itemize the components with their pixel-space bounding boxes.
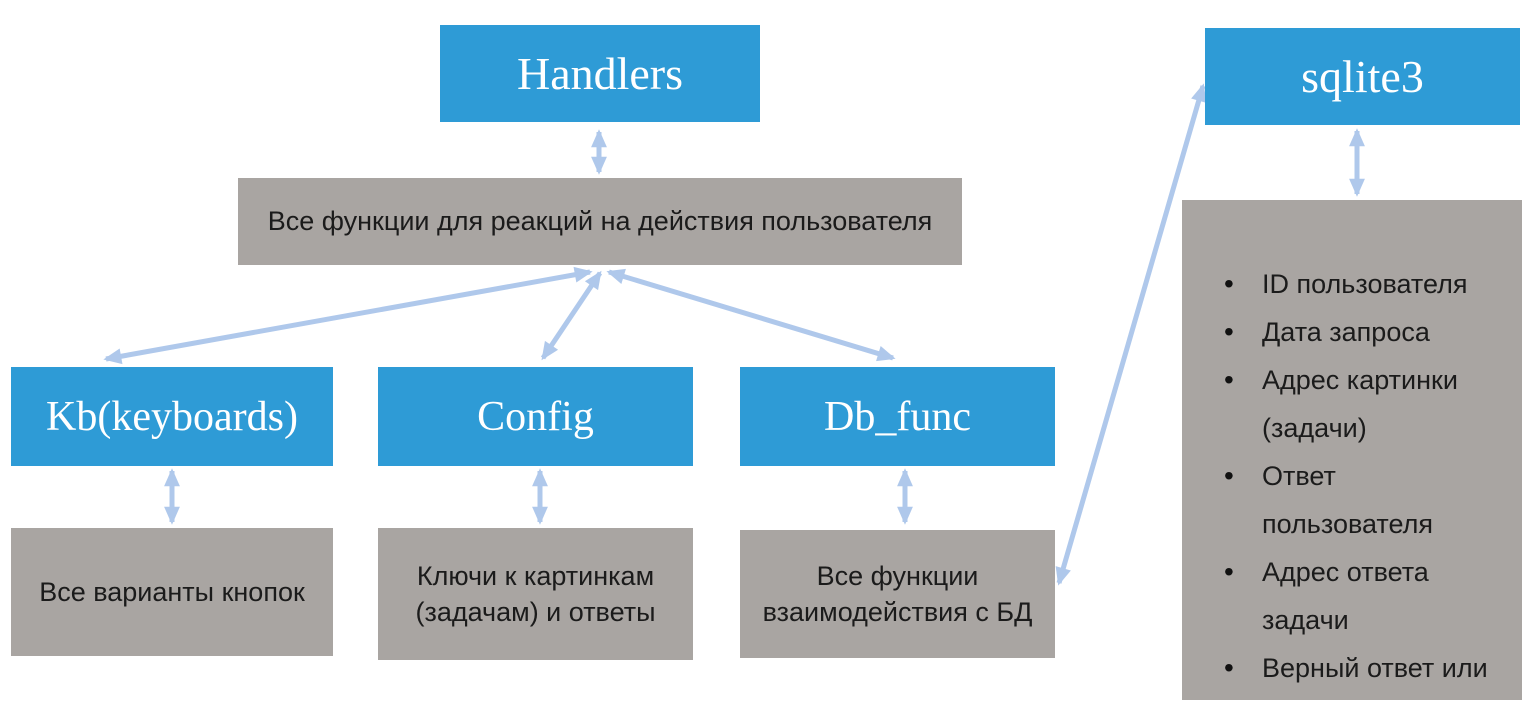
sqlite3-field-item: Адрес ответа задачи — [1220, 548, 1512, 644]
sqlite3-field-text: Адрес картинки (задачи) — [1262, 365, 1458, 444]
kb-description-text: Все варианты кнопок — [39, 576, 305, 607]
node-sqlite3-label: sqlite3 — [1301, 51, 1424, 102]
sqlite3-field-list: ID пользователяДата запросаАдрес картинк… — [1182, 236, 1522, 708]
node-kb-keyboards: Kb(keyboards) — [11, 367, 333, 466]
node-handlers: Handlers — [440, 25, 760, 122]
sqlite3-field-text: Дата запроса — [1262, 317, 1430, 348]
db-func-description-box: Все функции взаимодействия с БД — [740, 530, 1055, 658]
node-handlers-label: Handlers — [516, 48, 684, 99]
sqlite3-field-text: Ответ пользователя — [1262, 461, 1433, 540]
handlers-description-box: Все функции для реакций на действия поль… — [238, 178, 962, 265]
arrow-description-config-icon — [540, 270, 603, 361]
sqlite3-field-text: Адрес ответа задачи — [1262, 557, 1429, 636]
node-config-label: Config — [477, 393, 594, 440]
handlers-description-text: Все функции для реакций на действия поль… — [267, 206, 933, 237]
node-db-func: Db_func — [740, 367, 1055, 466]
config-description-text: Ключи к картинкам (задачам) и ответы — [415, 560, 656, 627]
node-config: Config — [378, 367, 693, 466]
node-db-func-label: Db_func — [824, 393, 971, 440]
node-sqlite3: sqlite3 — [1205, 28, 1520, 125]
arrow-description-dbfunc-icon — [606, 268, 896, 362]
sqlite3-fields-box: ID пользователяДата запросаАдрес картинк… — [1182, 200, 1522, 708]
sqlite3-field-item: Дата запроса — [1220, 308, 1512, 356]
db-func-description-text: Все функции взаимодействия с БД — [762, 560, 1033, 627]
sqlite3-field-text: ID пользователя — [1262, 269, 1468, 300]
sqlite3-field-item: Верный ответ или нет — [1220, 644, 1512, 708]
sqlite3-field-item: ID пользователя — [1220, 260, 1512, 308]
kb-description-box: Все варианты кнопок — [11, 528, 333, 656]
arrow-dbfunc-sqlite3-icon — [1055, 83, 1207, 586]
node-kb-label: Kb(keyboards) — [46, 393, 298, 440]
sqlite3-field-text: Верный ответ или нет — [1262, 653, 1488, 708]
sqlite3-field-item: Ответ пользователя — [1220, 452, 1512, 548]
arrow-description-kb-icon — [103, 266, 593, 365]
sqlite3-field-item: Адрес картинки (задачи) — [1220, 356, 1512, 452]
config-description-box: Ключи к картинкам (задачам) и ответы — [378, 528, 693, 660]
